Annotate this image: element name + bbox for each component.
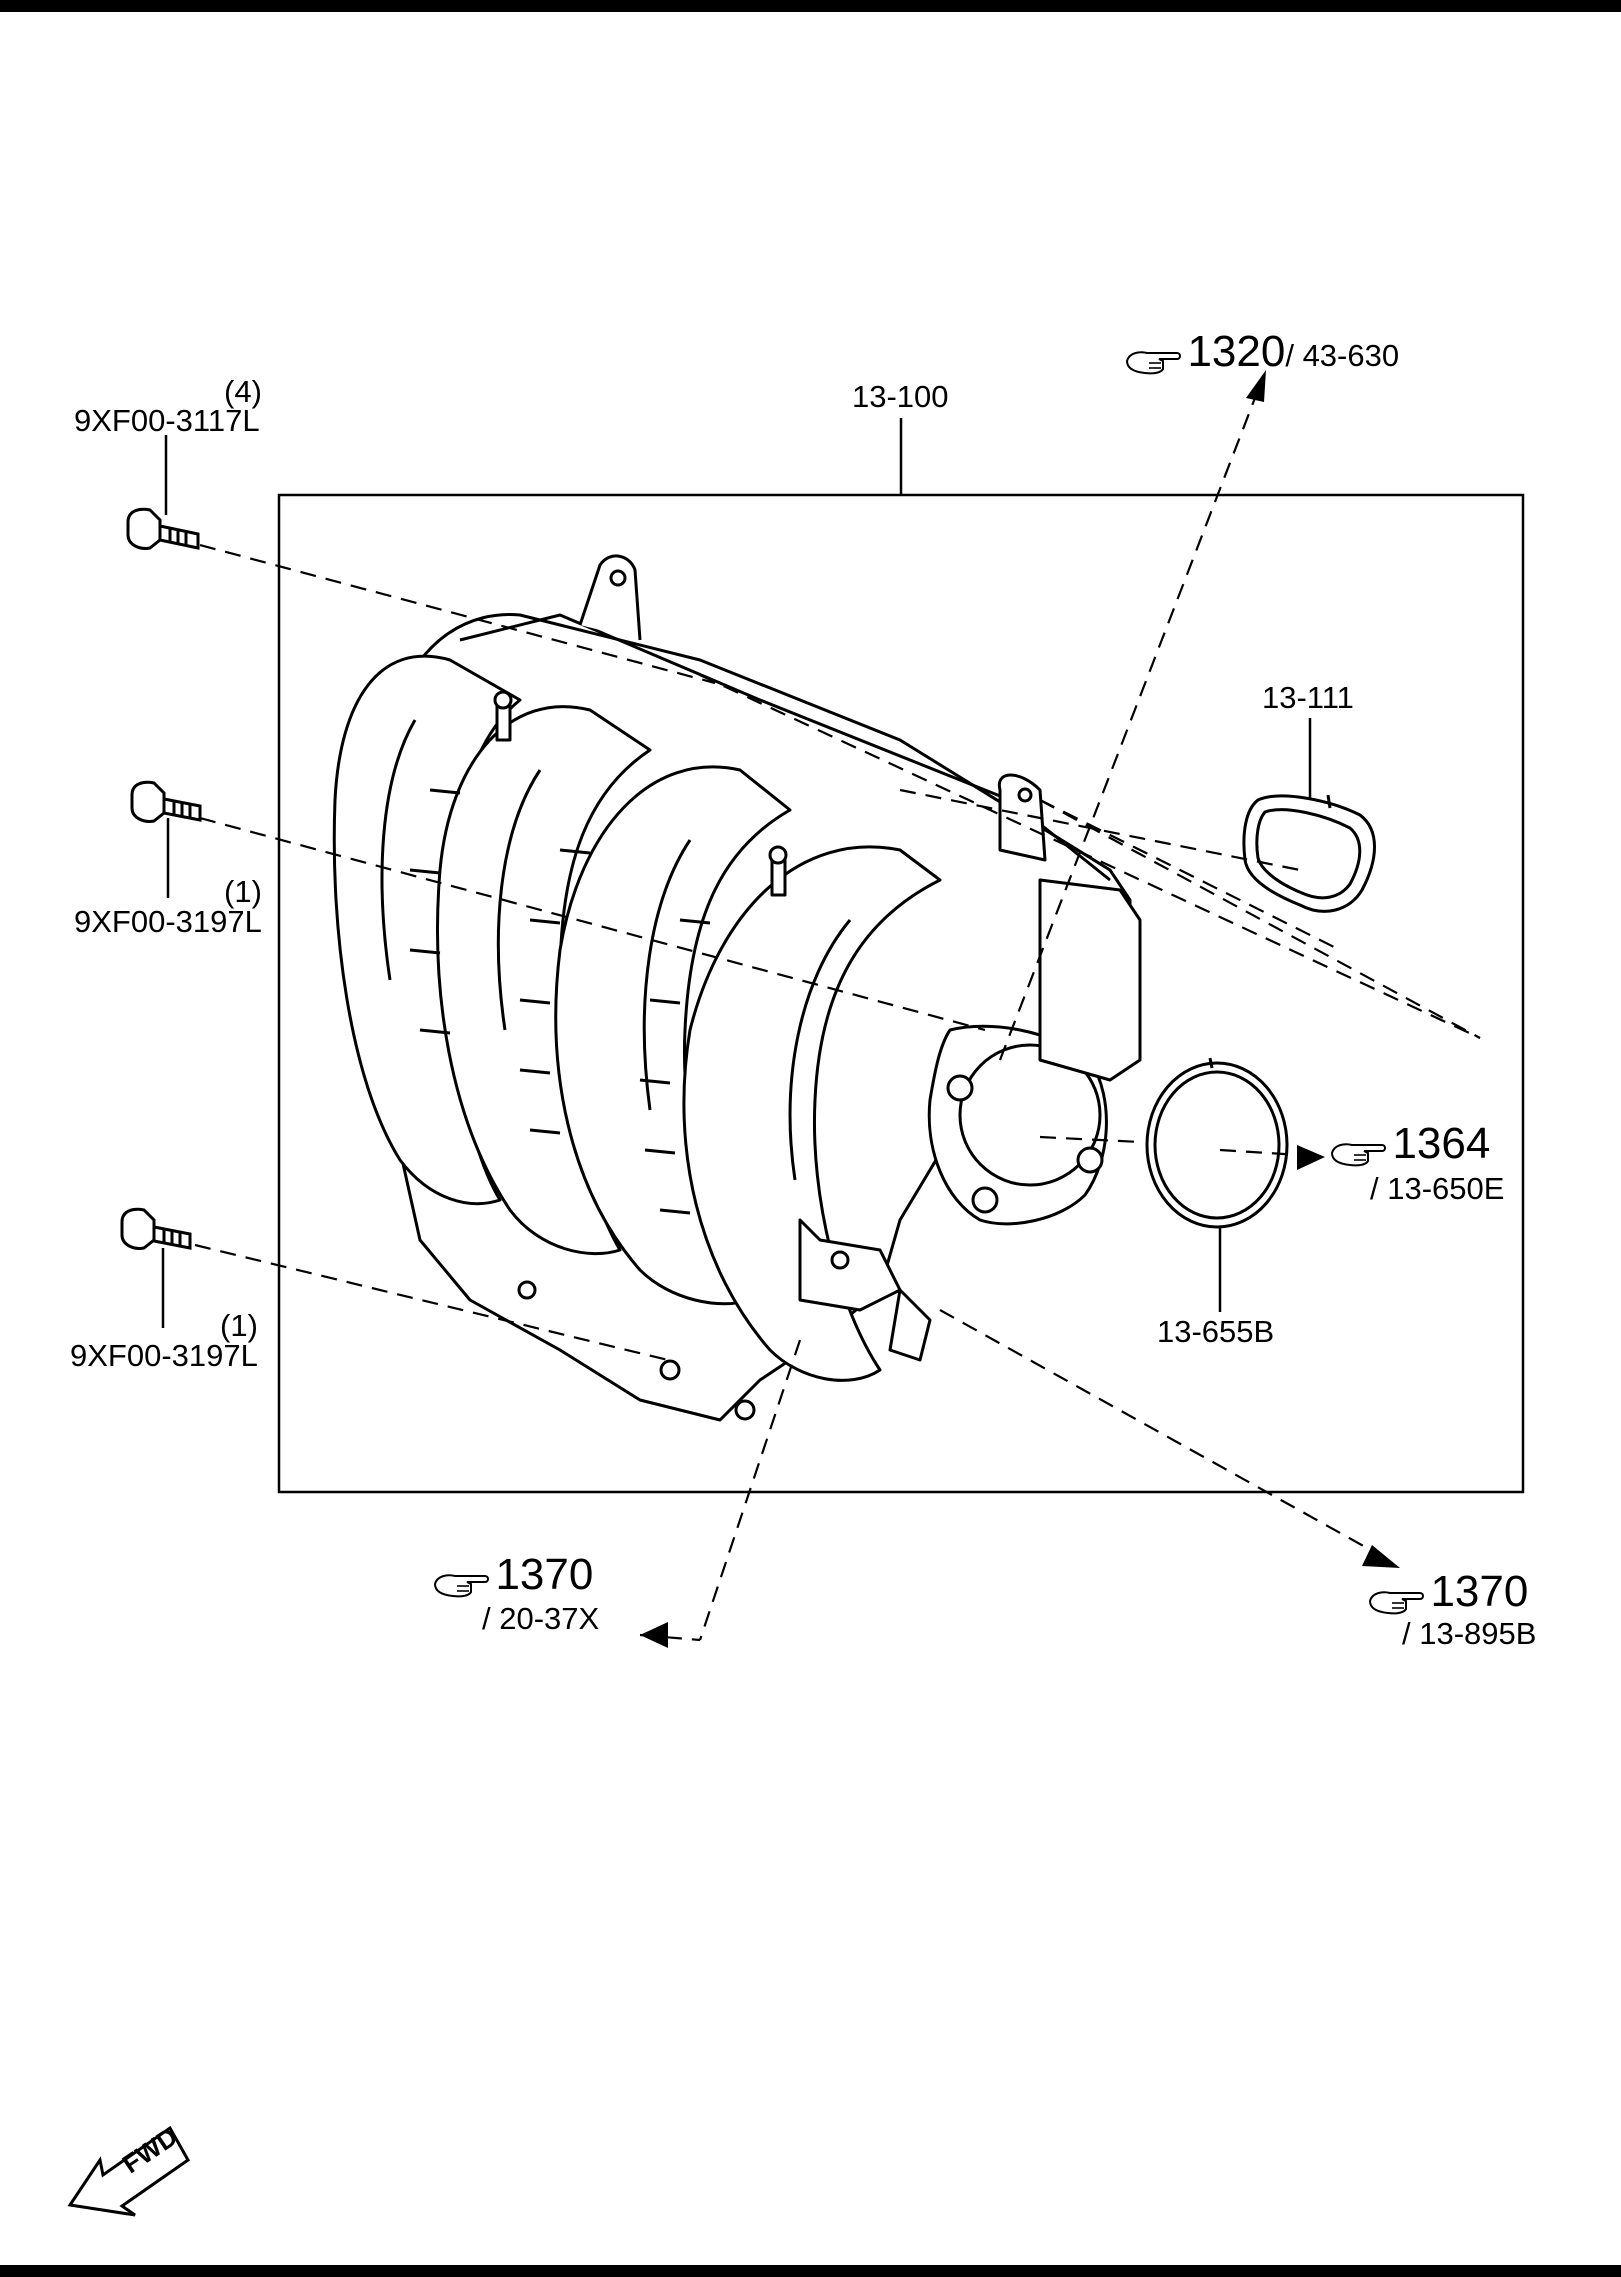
ref-1370-right-part: / 13-895B xyxy=(1402,1616,1537,1651)
pointing-hand-icon xyxy=(1330,1143,1386,1167)
pointing-hand-icon xyxy=(1125,351,1181,375)
ref-1320[interactable]: 1320/ 43-630 xyxy=(1125,330,1399,377)
ref-1370-right[interactable]: 1370 xyxy=(1368,1570,1528,1617)
intake-manifold-illustration xyxy=(332,554,1142,1422)
partnum-bolt-top: 9XF00-3117L xyxy=(74,403,260,438)
bottom-border-bar xyxy=(0,2265,1621,2277)
pointing-hand-icon xyxy=(1368,1591,1424,1615)
pointing-hand-icon xyxy=(433,1574,489,1598)
arrowhead-1370-right xyxy=(1362,1545,1400,1568)
ref-1370-left-page: 1370 xyxy=(495,1550,594,1599)
oring-13-655B-illustration xyxy=(1145,1057,1289,1229)
ref-1364-part: / 13-650E xyxy=(1370,1171,1505,1206)
ref-1370-left-part: / 20-37X xyxy=(482,1601,600,1636)
ref-1320-page: 1320 xyxy=(1187,327,1286,376)
top-border-bar xyxy=(0,0,1621,12)
fwd-arrow-icon xyxy=(67,2125,190,2217)
label-main-assembly: 13-100 xyxy=(852,379,949,414)
ref-1320-part: / 43-630 xyxy=(1285,338,1400,373)
arrowhead-1364 xyxy=(1297,1145,1325,1170)
qty-bolt-low: (1) xyxy=(220,1308,258,1343)
partnum-bolt-mid: 9XF00-3197L xyxy=(74,904,262,939)
bolt-9XF00-3197L-low-icon xyxy=(120,1207,192,1250)
arrowhead-1320 xyxy=(1246,370,1266,402)
arrowhead-1370-left xyxy=(640,1622,668,1648)
dashed-guide-lines xyxy=(194,384,1481,1641)
bolt-9XF00-3117L-icon xyxy=(126,507,200,550)
ref-1370-left[interactable]: 1370 xyxy=(433,1553,593,1600)
qty-bolt-top: (4) xyxy=(224,374,262,409)
ref-1364[interactable]: 1364 xyxy=(1330,1122,1490,1169)
ref-1364-page: 1364 xyxy=(1392,1119,1491,1168)
bolt-9XF00-3197L-mid-icon xyxy=(130,780,202,823)
label-gasket-13-111: 13-111 xyxy=(1262,680,1354,715)
ref-1370-right-page: 1370 xyxy=(1430,1567,1529,1616)
gasket-13-111-illustration xyxy=(1242,794,1376,913)
partnum-bolt-low: 9XF00-3197L xyxy=(70,1338,258,1373)
qty-bolt-mid: (1) xyxy=(224,874,262,909)
label-oring-13-655B: 13-655B xyxy=(1157,1314,1275,1349)
arrow-heads xyxy=(640,370,1400,1648)
